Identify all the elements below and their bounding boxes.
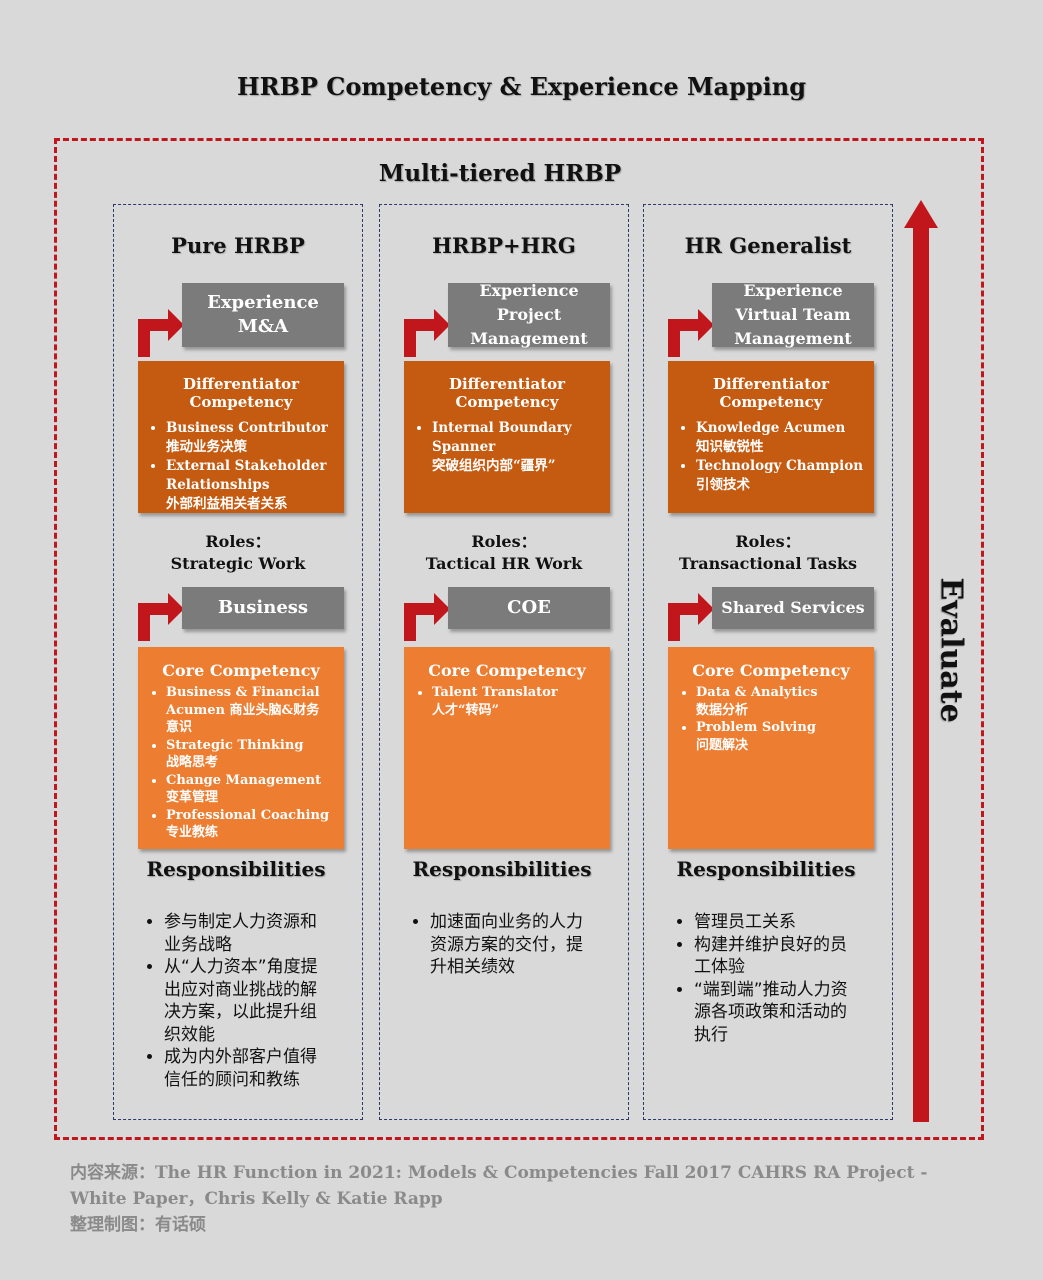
core-item: Strategic Thinking 战略思考	[166, 737, 338, 772]
evaluate-arrow-head	[904, 200, 938, 228]
differentiator-item: External Stakeholder Relationships 外部利益相…	[166, 457, 338, 514]
differentiator-item: Business Contributor 推动业务决策	[166, 419, 338, 457]
core-competency-box: Core CompetencyBusiness & Financial Acum…	[138, 647, 344, 849]
differentiator-heading: Differentiator Competency	[182, 375, 300, 411]
differentiator-item: Knowledge Acumen 知识敏锐性	[696, 419, 868, 457]
core-heading: Core Competency	[428, 661, 586, 680]
partner-box: Business	[182, 587, 344, 629]
column-pure-hrbp: Pure HRBP Experience M&A Differentiator Co…	[113, 204, 363, 1120]
responsibilities-list: 管理员工关系构建并维护良好的员 工体验“端到端”推动人力资 源各项政策和活动的 …	[670, 911, 900, 1046]
roles-label: Roles： Transactional Tasks	[679, 532, 857, 573]
core-item: Business & Financial Acumen 商业头脑&财务 意识	[166, 684, 338, 737]
core-heading: Core Competency	[692, 661, 850, 680]
differentiator-competency-box: Differentiator CompetencyInternal Bounda…	[404, 361, 610, 513]
responsibilities-title: Responsibilities	[146, 857, 326, 881]
roles-label: Roles： Tactical HR Work	[425, 532, 583, 573]
core-item: Problem Solving 问题解决	[696, 719, 868, 754]
responsibility-item: 成为内外部客户值得 信任的顾问和教练	[164, 1046, 370, 1091]
page-title: HRBP Competency & Experience Mapping	[236, 72, 806, 101]
source-line: 内容来源：The HR Function in 2021: Models & C…	[70, 1163, 928, 1183]
partner-box: COE	[448, 587, 610, 629]
differentiator-heading: Differentiator Competency	[712, 375, 830, 411]
partner-box: Shared Services	[712, 587, 874, 629]
elbow-arrow-icon	[668, 309, 714, 357]
differentiator-item: Technology Champion 引领技术	[696, 457, 868, 495]
responsibilities-list: 参与制定人力资源和 业务战略从“人力资本”角度提 出应对商业挑战的解 决方案，以…	[140, 911, 370, 1091]
core-item: Data & Analytics 数据分析	[696, 684, 868, 719]
responsibilities-title: Responsibilities	[412, 857, 592, 881]
responsibility-item: 构建并维护良好的员 工体验	[694, 934, 900, 979]
core-competency-box: Core CompetencyTalent Translator 人才“转码”	[404, 647, 610, 849]
experience-box: Experience Project Management	[448, 281, 610, 348]
responsibilities-title: Responsibilities	[676, 857, 856, 881]
outer-dashed-frame	[54, 138, 984, 1140]
experience-box: Experience Virtual Team Management	[712, 281, 874, 348]
elbow-arrow-icon	[668, 593, 714, 641]
roles-label: Roles： Strategic Work	[170, 532, 306, 573]
evaluate-arrow	[904, 200, 938, 1122]
tier-title: Multi-tiered HRBP	[378, 160, 622, 187]
source-line: White Paper，Chris Kelly & Katie Rapp	[70, 1189, 443, 1209]
elbow-arrow-icon	[404, 309, 450, 357]
responsibility-item: “端到端”推动人力资 源各项政策和活动的 执行	[694, 979, 900, 1047]
elbow-arrow-icon	[138, 309, 184, 357]
column-title: Pure HRBP	[171, 233, 305, 258]
elbow-arrow-icon	[404, 593, 450, 641]
differentiator-competency-box: Differentiator CompetencyKnowledge Acume…	[668, 361, 874, 513]
core-heading: Core Competency	[162, 661, 320, 680]
responsibility-item: 管理员工关系	[694, 911, 900, 934]
experience-box: Experience M&A	[182, 283, 344, 347]
evaluate-label: Evaluate	[933, 577, 969, 723]
differentiator-competency-box: Differentiator CompetencyBusiness Contri…	[138, 361, 344, 513]
source-caption: 内容来源：The HR Function in 2021: Models & C…	[70, 1160, 970, 1238]
responsibility-item: 参与制定人力资源和 业务战略	[164, 911, 370, 956]
core-item: Professional Coaching 专业教练	[166, 807, 338, 842]
responsibility-item: 从“人力资本”角度提 出应对商业挑战的解 决方案，以此提升组 织效能	[164, 956, 370, 1046]
differentiator-item: Internal Boundary Spanner 突破组织内部“疆界”	[432, 419, 604, 476]
column-title: HR Generalist	[684, 233, 852, 258]
responsibility-item: 加速面向业务的人力 资源方案的交付，提 升相关绩效	[430, 911, 636, 979]
elbow-arrow-icon	[138, 593, 184, 641]
core-item: Change Management 变革管理	[166, 772, 338, 807]
core-competency-box: Core CompetencyData & Analytics 数据分析Prob…	[668, 647, 874, 849]
evaluate-arrow-shaft	[913, 226, 929, 1122]
core-item: Talent Translator 人才“转码”	[432, 684, 604, 719]
source-line: 整理制图：有话硕	[70, 1215, 206, 1235]
responsibilities-list: 加速面向业务的人力 资源方案的交付，提 升相关绩效	[406, 911, 636, 979]
differentiator-heading: Differentiator Competency	[448, 375, 566, 411]
column-title: HRBP+HRG	[432, 233, 576, 258]
